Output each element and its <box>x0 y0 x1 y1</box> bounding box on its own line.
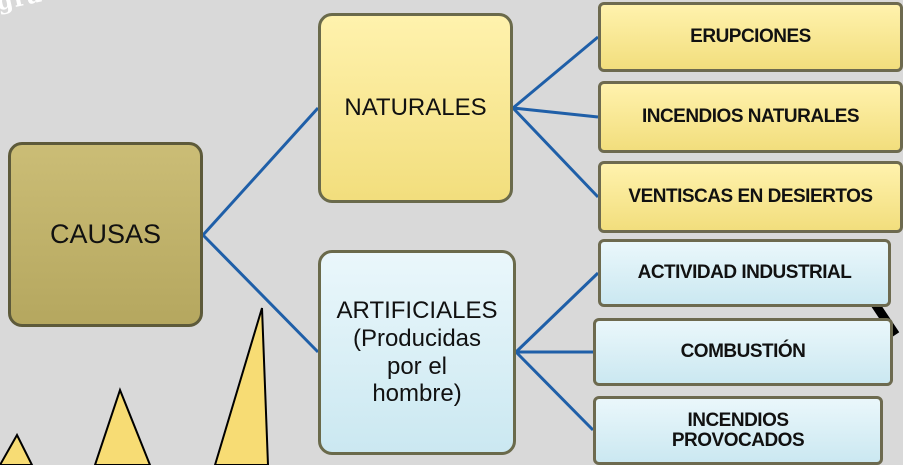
node-actividad-industrial: ACTIVIDAD INDUSTRIAL <box>598 239 891 307</box>
node-combustion-label: COMBUSTIÓN <box>680 341 806 362</box>
node-artificiales-title: ARTIFICIALES <box>336 297 498 325</box>
node-artificiales-line-4: hombre) <box>372 380 462 408</box>
connector-naturales-erupciones <box>512 35 599 110</box>
node-incendios-provocados-line-2: PROVOCADOS <box>671 429 805 451</box>
connector-naturales-ventiscas <box>511 106 600 199</box>
node-naturales: NATURALES <box>318 13 513 203</box>
connector-artificiales-provocados <box>514 350 595 432</box>
connector-causas-naturales <box>201 106 320 237</box>
node-ventiscas-label: VENTISCAS EN DESIERTOS <box>628 186 873 207</box>
node-incendios-provocados: INCENDIOS PROVOCADOS <box>593 396 883 465</box>
node-artificiales-line-3: por el <box>386 352 448 380</box>
node-artificiales-line-2: (Producidas <box>352 324 482 352</box>
node-incendios-provocados-line-1: INCENDIOS <box>687 409 789 431</box>
node-erupciones: ERUPCIONES <box>598 2 903 72</box>
node-incendios-naturales-label: INCENDIOS NATURALES <box>641 106 860 127</box>
node-actividad-industrial-label: ACTIVIDAD INDUSTRIAL <box>637 262 852 283</box>
node-naturales-label: NATURALES <box>344 94 487 122</box>
node-causas: CAUSAS <box>8 142 203 327</box>
connector-causas-artificiales <box>201 233 320 354</box>
star-shape-icon <box>0 307 270 465</box>
node-erupciones-label: ERUPCIONES <box>690 26 811 47</box>
node-combustion: COMBUSTIÓN <box>593 318 893 386</box>
node-ventiscas: VENTISCAS EN DESIERTOS <box>598 161 903 233</box>
node-incendios-naturales: INCENDIOS NATURALES <box>598 81 903 153</box>
connector-naturales-incendios <box>512 106 599 119</box>
connector-artificiales-industrial <box>514 271 600 354</box>
node-causas-label: CAUSAS <box>49 219 162 249</box>
node-artificiales: ARTIFICIALES (Producidas por el hombre) <box>318 250 516 455</box>
